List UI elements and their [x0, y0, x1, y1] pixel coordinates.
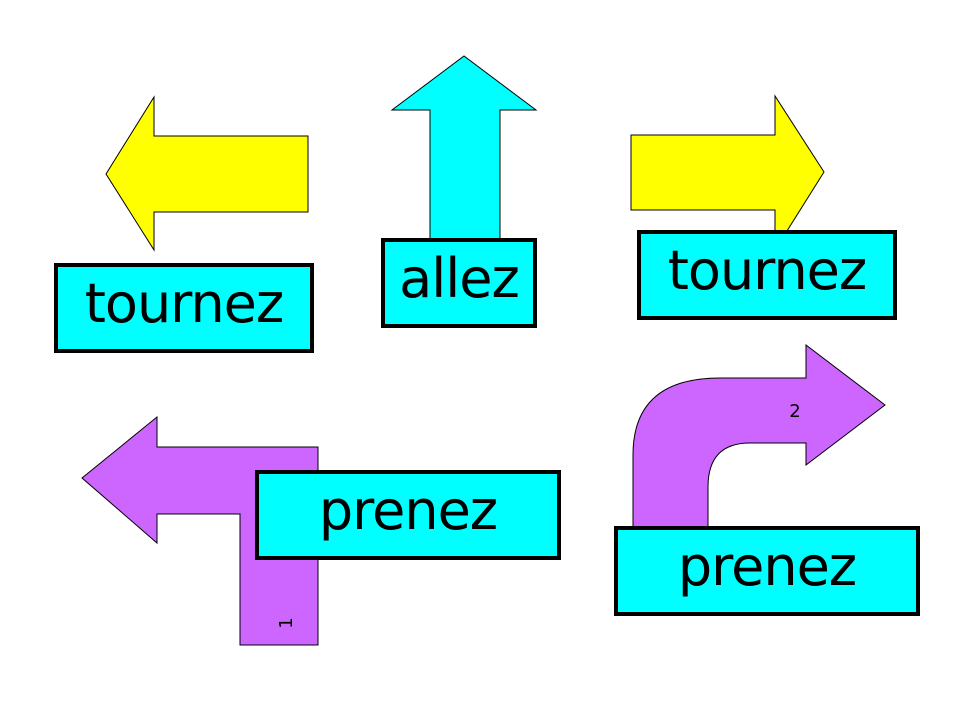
label-turn-left: tournez: [54, 263, 314, 353]
number-label-2: 2: [789, 401, 800, 422]
arrow-right-icon: [630, 94, 825, 252]
label-take-left: prenez: [255, 470, 561, 560]
number-label-1: 1: [276, 617, 297, 628]
arrow-curve-right-icon: [632, 343, 886, 536]
arrow-up-icon: [390, 55, 538, 244]
label-go-straight: allez: [381, 238, 537, 328]
arrow-left-icon: [105, 95, 309, 252]
label-take-right: prenez: [614, 526, 920, 616]
label-turn-right: tournez: [637, 230, 897, 320]
